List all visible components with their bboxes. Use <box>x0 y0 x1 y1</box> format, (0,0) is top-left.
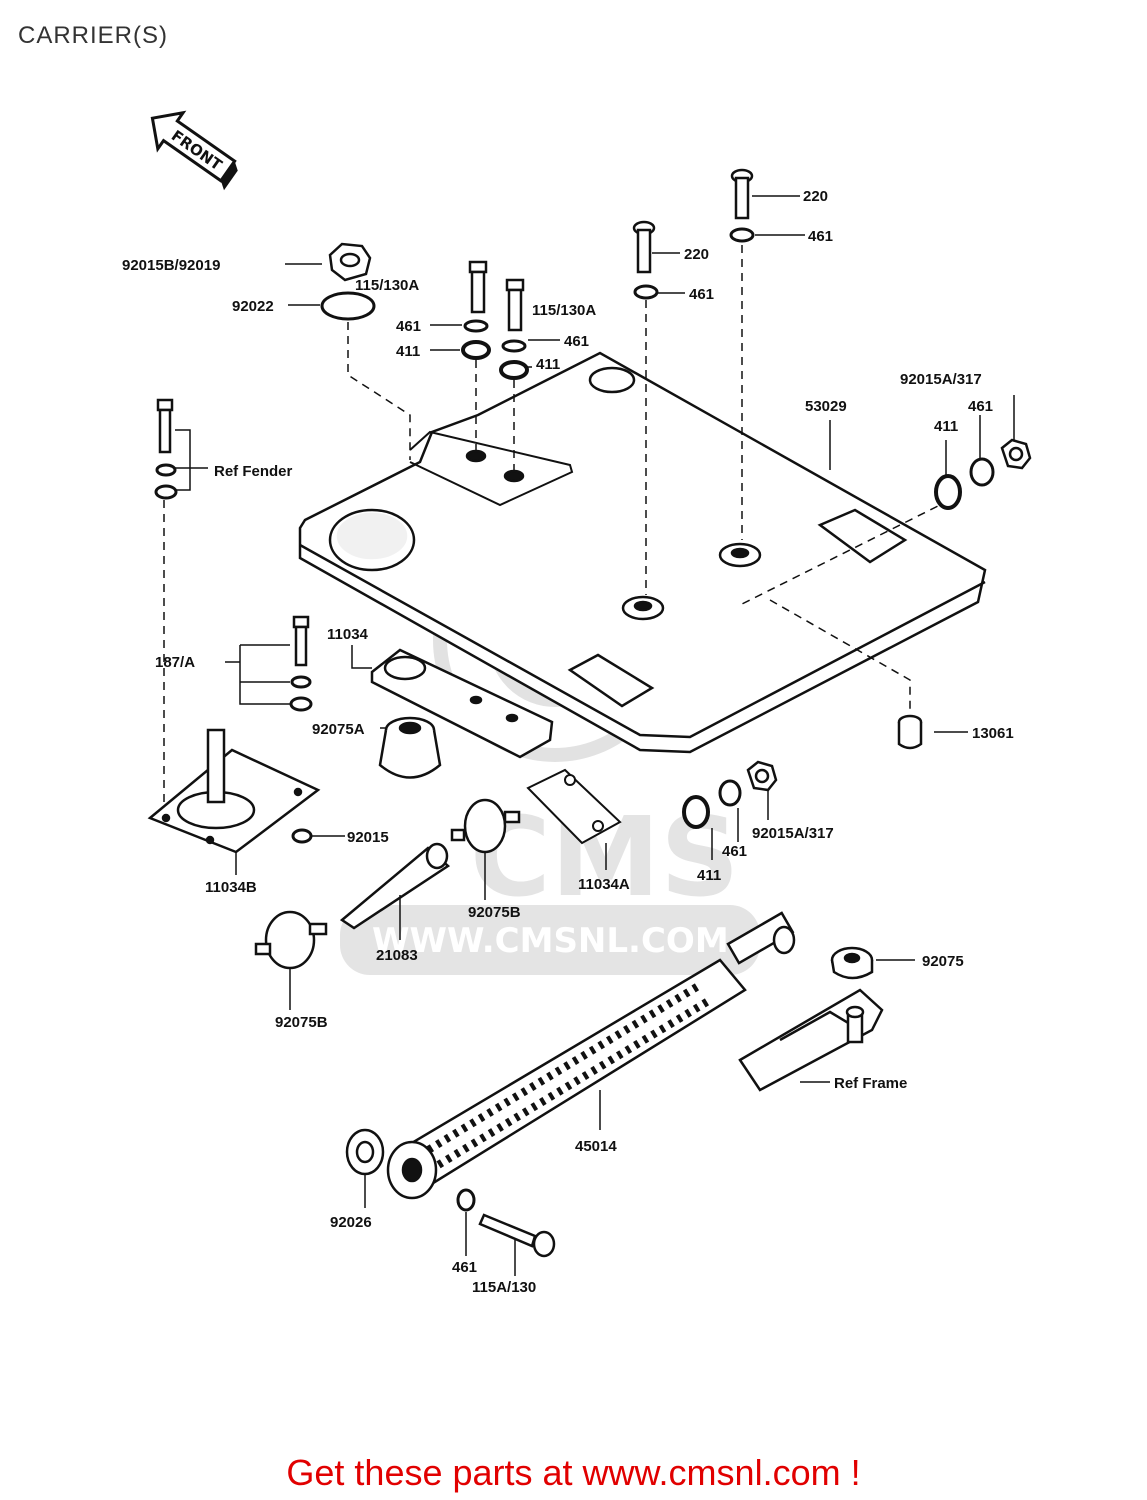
washer-461-e <box>456 1188 476 1212</box>
washer-187-a <box>290 675 312 689</box>
bolt-187A <box>292 615 310 667</box>
watermark-url: WWW.CMSNL.COM <box>372 921 729 961</box>
label-220-mid: 220 <box>684 246 709 263</box>
page-title: CARRIER(S) <box>18 22 169 49</box>
washer-fender-b <box>154 484 178 500</box>
label-461-e: 461 <box>452 1259 477 1276</box>
guide-lines <box>163 245 951 810</box>
base-plate-11034B <box>147 728 321 854</box>
label-461-c: 461 <box>968 398 993 415</box>
watermark-url-bar <box>340 905 760 975</box>
leader-lines <box>175 195 1015 1276</box>
washer-411-b <box>499 360 529 380</box>
label-92075B-mid: 92075B <box>468 904 521 921</box>
washer-461-b <box>501 339 527 353</box>
nut-92015 <box>291 828 313 844</box>
label-187A: 187/A <box>155 654 195 671</box>
label-11034A: 11034A <box>578 876 630 893</box>
label-ref-frame: Ref Frame <box>834 1075 907 1092</box>
label-220-top: 220 <box>803 188 828 205</box>
bolt-115-right <box>505 278 525 332</box>
spacer-13061 <box>897 714 923 750</box>
washer-461-top <box>729 227 755 243</box>
washer-461-d <box>718 779 742 807</box>
label-11034: 11034 <box>327 626 369 643</box>
label-461-b: 461 <box>564 333 589 350</box>
nut-92015A-top <box>1000 438 1032 470</box>
washer-461-c <box>969 457 995 487</box>
bushing-92075A <box>378 716 442 779</box>
label-92026: 92026 <box>330 1214 372 1231</box>
bolt-115-left <box>468 260 488 314</box>
nut-92015B <box>328 242 372 282</box>
label-92015: 92015 <box>347 829 389 846</box>
label-115-130A-left: 115/130A <box>355 277 419 294</box>
label-21083: 21083 <box>376 947 418 964</box>
spacer-21083 <box>339 842 451 930</box>
mount-92075B-left <box>254 910 328 970</box>
label-45014: 45014 <box>575 1138 617 1155</box>
washer-fender-a <box>155 463 177 477</box>
label-92015A-317-top: 92015A/317 <box>900 371 982 388</box>
bracket-11034 <box>370 648 554 759</box>
label-ref-fender: Ref Fender <box>214 463 293 480</box>
label-13061: 13061 <box>972 725 1014 742</box>
collar-92026 <box>345 1128 385 1176</box>
label-92075B-left: 92075B <box>275 1014 328 1031</box>
bolt-115A <box>478 1213 556 1258</box>
front-arrow-icon: FRONT <box>150 110 238 191</box>
washer-411-a <box>461 340 491 360</box>
label-11034B: 11034B <box>205 879 257 896</box>
label-461-top: 461 <box>808 228 833 245</box>
bolt-220-mid <box>632 220 656 274</box>
washer-461-a <box>463 319 489 333</box>
label-92015A-317-bot: 92015A/317 <box>752 825 834 842</box>
label-92022: 92022 <box>232 298 274 315</box>
bolt-ref-fender <box>156 398 174 454</box>
label-411-b: 411 <box>536 356 560 373</box>
washer-187-b <box>289 696 313 712</box>
label-411-a: 411 <box>396 343 420 360</box>
parts-diagram: CMS WWW.CMSNL.COM FRONT <box>122 110 1032 1296</box>
label-115A-130: 115A/130 <box>472 1279 536 1296</box>
label-461-d: 461 <box>722 843 747 860</box>
washer-92022 <box>320 291 376 321</box>
label-92075: 92075 <box>922 953 964 970</box>
plate-11034A <box>526 768 622 845</box>
ref-frame <box>738 988 884 1092</box>
label-411-d: 411 <box>697 867 721 884</box>
label-411-c: 411 <box>934 418 958 435</box>
label-53029: 53029 <box>805 398 847 415</box>
shock-absorber-45014 <box>386 911 796 1200</box>
label-115-130A-right: 115/130A <box>532 302 596 319</box>
washer-411-c <box>934 474 962 510</box>
bushing-92075 <box>830 946 874 980</box>
label-92075A: 92075A <box>312 721 365 738</box>
bolt-220-top <box>730 168 754 220</box>
label-461-a: 461 <box>396 318 421 335</box>
carrier-plate <box>298 351 987 754</box>
washer-411-d <box>682 795 710 829</box>
mount-92075B-mid <box>450 798 521 854</box>
label-461-mid: 461 <box>689 286 714 303</box>
label-92015B-92019: 92015B/92019 <box>122 257 220 274</box>
washer-461-mid <box>633 284 659 300</box>
footer-parts-link[interactable]: Get these parts at www.cmsnl.com ! <box>286 1452 861 1493</box>
nut-92015A-bot <box>746 760 778 792</box>
